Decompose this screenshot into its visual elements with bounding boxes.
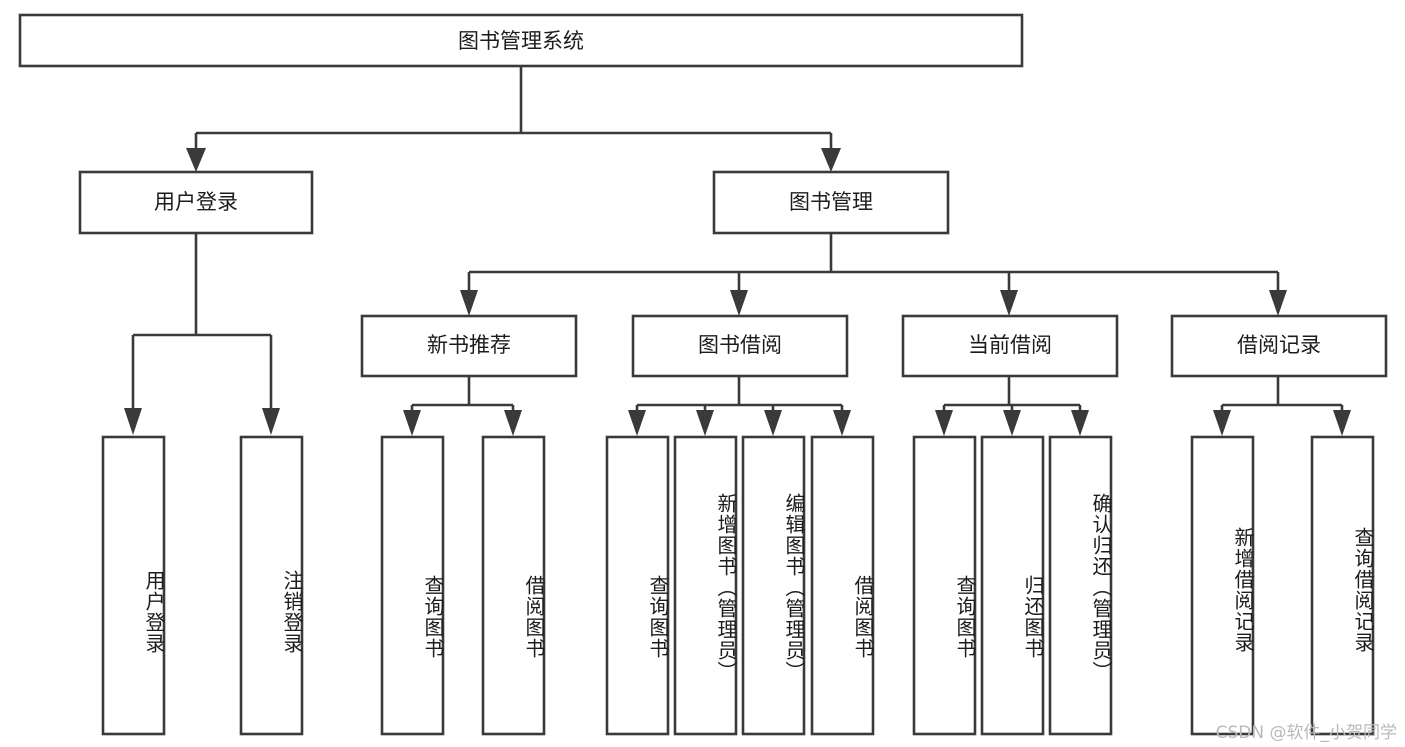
node-book-manage-label: 图书管理 bbox=[789, 190, 873, 214]
node-borrow-record-box[interactable] bbox=[1170, 314, 1388, 378]
arrow-to-leaf-return-book bbox=[1003, 410, 1021, 436]
leaf-add-borrow-record-box[interactable] bbox=[1190, 435, 1255, 736]
node-user-login-box[interactable] bbox=[78, 170, 314, 235]
arrow-to-leaf-confirm-return-admin bbox=[1071, 410, 1089, 436]
leaf-add-book-admin-box[interactable] bbox=[673, 435, 738, 736]
arrow-to-leaf-add-book-admin bbox=[696, 410, 714, 436]
node-book-manage[interactable]: 图书管理 bbox=[712, 170, 950, 235]
node-new-book-recommend[interactable]: 新书推荐 bbox=[360, 314, 578, 378]
node-book-borrow-box[interactable] bbox=[631, 314, 849, 378]
arrow-to-leaf-query-book-current bbox=[935, 410, 953, 436]
arrow-to-book-borrow bbox=[730, 290, 748, 316]
leaf-logout-login-box[interactable] bbox=[239, 435, 304, 736]
node-root[interactable]: 图书管理系统 bbox=[18, 13, 1024, 68]
node-user-login[interactable]: 用户登录 bbox=[78, 170, 314, 235]
node-book-borrow[interactable]: 图书借阅 bbox=[631, 314, 849, 378]
arrow-to-leaf-logout-login bbox=[262, 408, 280, 435]
node-current-borrow-label: 当前借阅 bbox=[968, 333, 1052, 357]
arrow-to-leaf-add-borrow-record bbox=[1213, 410, 1231, 436]
node-book-manage-box[interactable] bbox=[712, 170, 950, 235]
leaf-borrow-book-rec-box[interactable] bbox=[481, 435, 546, 736]
node-root-box[interactable] bbox=[18, 13, 1024, 68]
leaf-edit-book-admin-box[interactable] bbox=[741, 435, 806, 736]
node-book-borrow-label: 图书借阅 bbox=[698, 333, 782, 357]
node-borrow-record-label: 借阅记录 bbox=[1237, 333, 1321, 357]
node-user-login-label: 用户登录 bbox=[154, 190, 238, 214]
leaf-query-book-borrow-box[interactable] bbox=[605, 435, 670, 736]
connector-layer bbox=[124, 66, 1351, 436]
arrow-to-leaf-query-book-rec bbox=[403, 410, 421, 436]
node-current-borrow[interactable]: 当前借阅 bbox=[901, 314, 1119, 378]
arrow-to-user-login bbox=[186, 148, 206, 172]
arrow-to-current-borrow bbox=[1000, 290, 1018, 316]
node-layer: 图书管理系统 用户登录 图书管理 新书推荐 图书借阅 当前 bbox=[18, 13, 1388, 736]
node-borrow-record[interactable]: 借阅记录 bbox=[1170, 314, 1388, 378]
arrow-to-leaf-edit-book-admin bbox=[764, 410, 782, 436]
csdn-watermark: CSDN @软件_小贺同学 bbox=[1215, 723, 1397, 743]
node-current-borrow-box[interactable] bbox=[901, 314, 1119, 378]
node-new-book-recommend-label: 新书推荐 bbox=[427, 333, 511, 357]
leaf-query-book-rec-box[interactable] bbox=[380, 435, 445, 736]
node-root-label: 图书管理系统 bbox=[458, 29, 584, 53]
arrow-to-leaf-borrow-book bbox=[833, 410, 851, 436]
leaf-confirm-return-admin-box[interactable] bbox=[1048, 435, 1113, 736]
node-new-book-recommend-box[interactable] bbox=[360, 314, 578, 378]
leaf-user-login-box[interactable] bbox=[101, 435, 166, 736]
arrow-to-leaf-query-book-borrow bbox=[628, 410, 646, 436]
arrow-to-new-book-recommend bbox=[460, 290, 478, 316]
leaf-query-borrow-record-box[interactable] bbox=[1310, 435, 1375, 736]
arrow-to-borrow-record bbox=[1269, 290, 1287, 316]
leaf-borrow-book-box[interactable] bbox=[810, 435, 875, 736]
leaf-query-book-current-box[interactable] bbox=[912, 435, 977, 736]
leaf-return-book-box[interactable] bbox=[980, 435, 1045, 736]
arrow-to-leaf-borrow-book-rec bbox=[504, 410, 522, 436]
arrow-to-leaf-query-borrow-record bbox=[1333, 410, 1351, 436]
arrow-to-leaf-user-login bbox=[124, 408, 142, 435]
arrow-to-book-manage bbox=[821, 148, 841, 172]
